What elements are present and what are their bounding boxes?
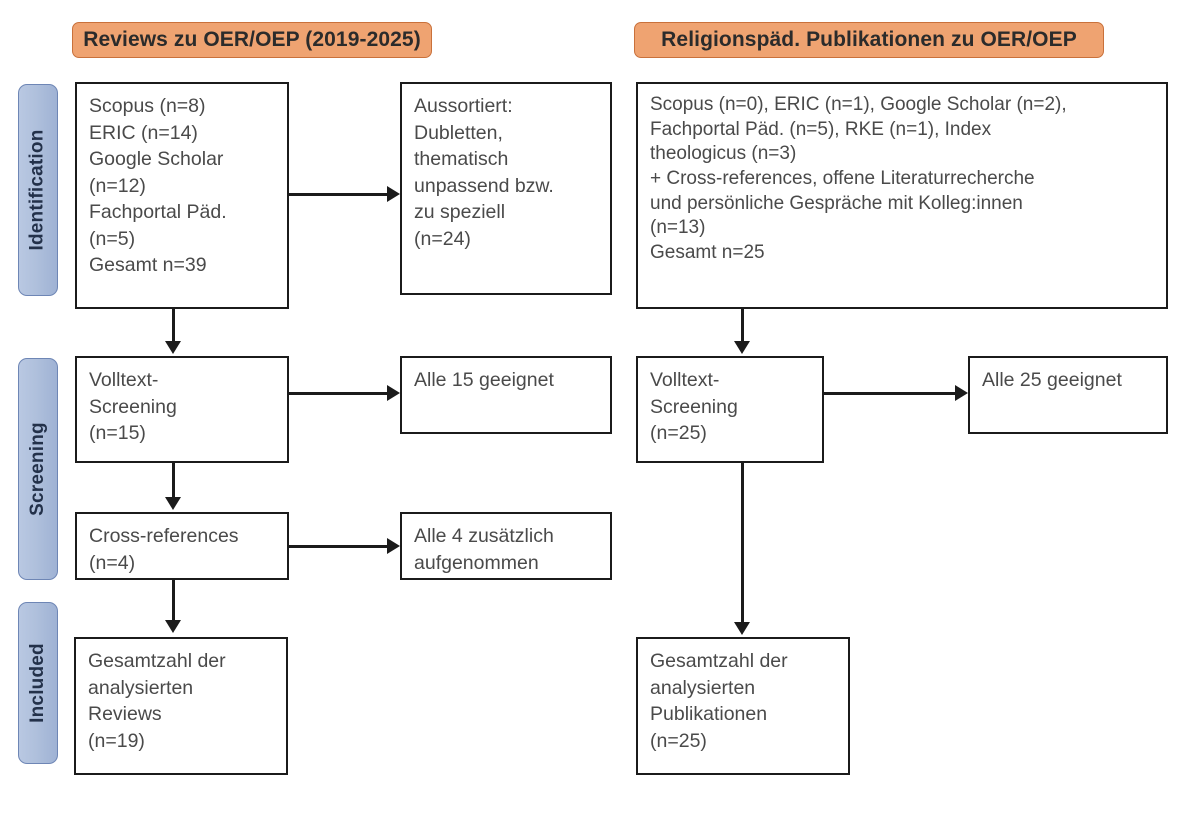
column-header-right: Religionspäd. Publikationen zu OER/OEP bbox=[634, 22, 1104, 58]
stage-bar-screening: Screening bbox=[18, 358, 58, 580]
box-included-right: Gesamtzahl der analysierten Publikatione… bbox=[636, 637, 850, 775]
box-included-left: Gesamtzahl der analysierten Reviews (n=1… bbox=[74, 637, 288, 775]
stage-label-identification: Identification bbox=[27, 129, 48, 251]
arrow-screening-left-to-result bbox=[387, 385, 400, 401]
connector-identification-to-screening-right bbox=[741, 309, 744, 343]
arrow-screening-right-to-included bbox=[734, 622, 750, 635]
stage-bar-included: Included bbox=[18, 602, 58, 764]
stage-label-screening: Screening bbox=[27, 422, 49, 516]
connector-crossrefs-to-result bbox=[289, 545, 387, 548]
arrow-screening-left-to-crossrefs bbox=[165, 497, 181, 510]
box-cross-references: Cross-references (n=4) bbox=[75, 512, 289, 580]
arrow-crossrefs-to-result bbox=[387, 538, 400, 554]
connector-screening-right-to-included bbox=[741, 463, 744, 624]
box-screening-left-result: Alle 15 geeignet bbox=[400, 356, 612, 434]
box-cross-references-result: Alle 4 zusätzlich aufgenommen bbox=[400, 512, 612, 580]
connector-screening-left-to-crossrefs bbox=[172, 463, 175, 499]
arrow-identification-to-screening-right bbox=[734, 341, 750, 354]
connector-screening-left-to-result bbox=[289, 392, 387, 395]
box-identification-left: Scopus (n=8) ERIC (n=14) Google Scholar … bbox=[75, 82, 289, 309]
connector-screening-right-to-result bbox=[824, 392, 955, 395]
arrow-crossrefs-to-included-left bbox=[165, 620, 181, 633]
stage-label-included: Included bbox=[27, 643, 48, 723]
arrow-identification-to-screening-left bbox=[165, 341, 181, 354]
box-screening-left: Volltext- Screening (n=15) bbox=[75, 356, 289, 463]
stage-bar-identification: Identification bbox=[18, 84, 58, 296]
box-screening-right-result: Alle 25 geeignet bbox=[968, 356, 1168, 434]
box-excluded-records: Aussortiert: Dubletten, thematisch unpas… bbox=[400, 82, 612, 295]
arrow-screening-right-to-result bbox=[955, 385, 968, 401]
connector-identification-to-excluded bbox=[289, 193, 387, 196]
connector-identification-to-screening-left bbox=[172, 309, 175, 343]
box-identification-right: Scopus (n=0), ERIC (n=1), Google Scholar… bbox=[636, 82, 1168, 309]
box-screening-right: Volltext- Screening (n=25) bbox=[636, 356, 824, 463]
connector-crossrefs-to-included-left bbox=[172, 580, 175, 622]
arrow-identification-to-excluded bbox=[387, 186, 400, 202]
column-header-left: Reviews zu OER/OEP (2019-2025) bbox=[72, 22, 432, 58]
